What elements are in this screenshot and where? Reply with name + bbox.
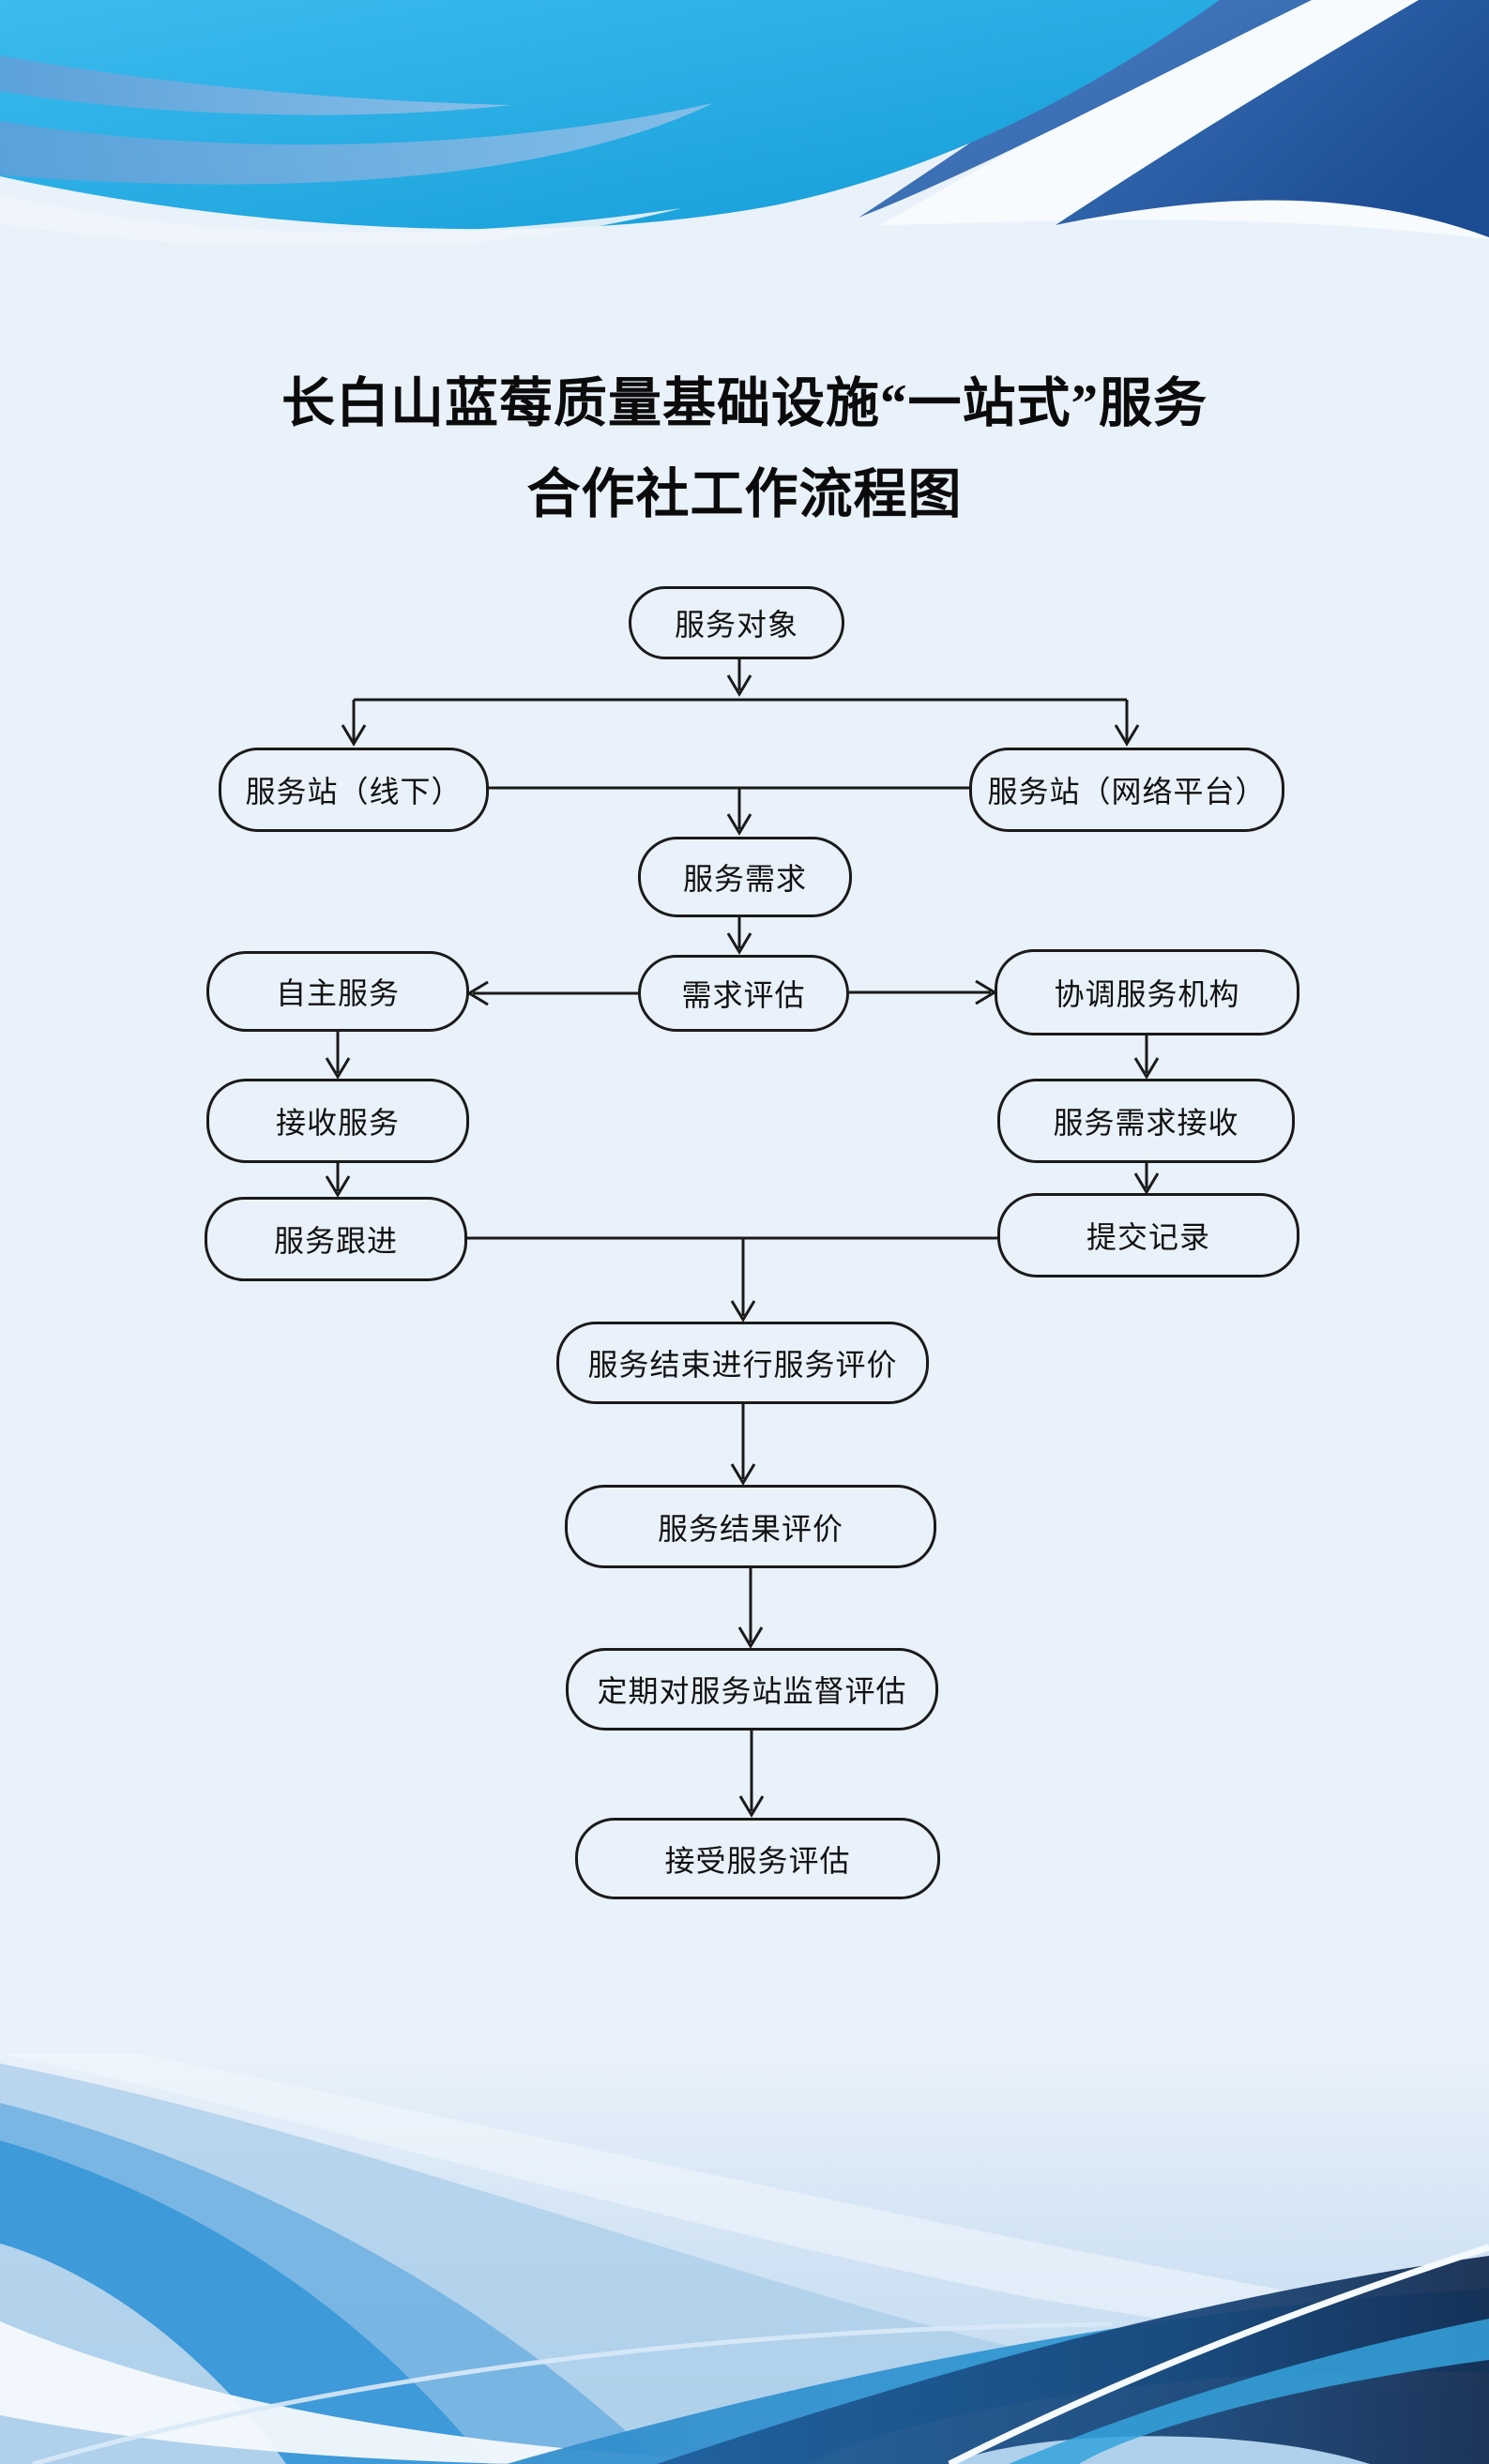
flow-node-accept-service-evaluation: 接受服务评估	[575, 1818, 940, 1899]
bottom-wave-decoration	[0, 2054, 1489, 2464]
flowchart-connectors	[325, 658, 1160, 1818]
flow-node-service-follow-up: 服务跟进	[205, 1197, 467, 1281]
page-title-line2: 合作社工作流程图	[526, 465, 963, 524]
flow-node-periodic-supervision-evaluation: 定期对服务站监督评估	[566, 1648, 938, 1731]
flow-node-receive-service: 接收服务	[206, 1079, 469, 1163]
flow-node-service-station-offline: 服务站（线下）	[219, 748, 489, 832]
flow-node-coordinate-service-org: 协调服务机构	[995, 949, 1299, 1035]
flow-node-service-demand-receive: 服务需求接收	[997, 1079, 1295, 1163]
flow-node-service-object: 服务对象	[629, 586, 844, 659]
flow-node-service-result-evaluation: 服务结果评价	[565, 1485, 936, 1568]
flow-node-service-demand: 服务需求	[638, 837, 852, 917]
flow-node-service-end-evaluation: 服务结束进行服务评价	[556, 1322, 929, 1404]
flow-node-self-service: 自主服务	[206, 951, 469, 1032]
flow-node-demand-assessment: 需求评估	[638, 955, 849, 1032]
page-title-line1: 长白山蓝莓质量基础设施“一站式”服务	[281, 374, 1208, 433]
flow-node-submit-record: 提交记录	[997, 1193, 1299, 1277]
page-title: 长白山蓝莓质量基础设施“一站式”服务 合作社工作流程图	[0, 358, 1489, 540]
flow-node-service-station-online: 服务站（网络平台）	[969, 748, 1284, 832]
